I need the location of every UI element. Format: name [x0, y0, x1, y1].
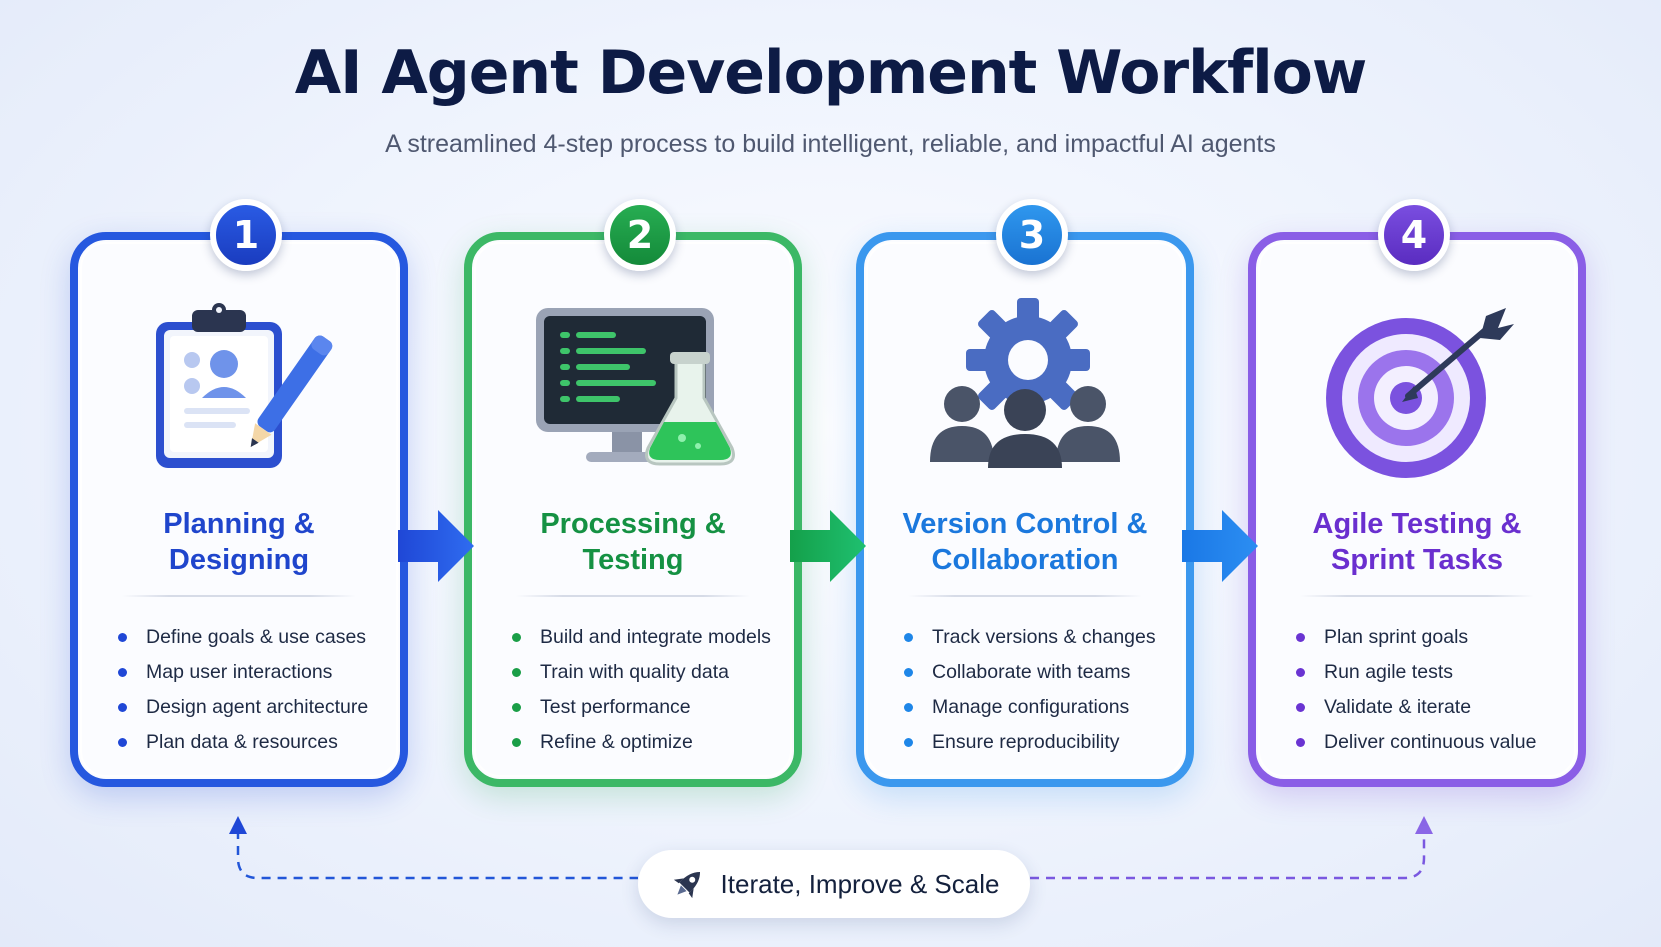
bullet-item: Validate & iterate: [1296, 690, 1536, 725]
step-card-version-control: Version Control & Collaboration Track ve…: [856, 232, 1194, 787]
step-number-badge: 4: [1378, 199, 1450, 271]
step-card-processing: Processing & Testing Build and integrate…: [464, 232, 802, 787]
bullet-item: Collaborate with teams: [904, 655, 1156, 690]
step-number-badge: 2: [604, 199, 676, 271]
target-arrow-icon: [1310, 298, 1524, 478]
divider: [516, 595, 750, 597]
bullet-item: Test performance: [512, 690, 771, 725]
step-title: Agile Testing & Sprint Tasks: [1312, 508, 1522, 576]
iterate-badge: Iterate, Improve & Scale: [638, 850, 1030, 918]
page-title: AI Agent Development Workflow: [294, 38, 1368, 108]
bullet-item: Deliver continuous value: [1296, 725, 1536, 760]
step-title: Planning & Designing: [163, 508, 315, 576]
bullet-item: Define goals & use cases: [118, 620, 368, 655]
step-card-agile-testing: Agile Testing & Sprint Tasks Plan sprint…: [1248, 232, 1586, 787]
connector-arrow-2-3: [790, 508, 868, 584]
step-bullets: Track versions & changes Collaborate wit…: [904, 620, 1156, 760]
bullet-item: Build and integrate models: [512, 620, 771, 655]
monitor-flask-icon: [526, 298, 740, 478]
step-bullets: Plan sprint goals Run agile tests Valida…: [1296, 620, 1536, 760]
step-bullets: Build and integrate models Train with qu…: [512, 620, 771, 760]
bullet-item: Ensure reproducibility: [904, 725, 1156, 760]
step-number-badge: 1: [210, 199, 282, 271]
bullet-item: Refine & optimize: [512, 725, 771, 760]
step-number-badge: 3: [996, 199, 1068, 271]
step-card-planning: Planning & Designing Define goals & use …: [70, 232, 408, 787]
rocket-icon: [673, 871, 700, 899]
bullet-item: Track versions & changes: [904, 620, 1156, 655]
bullet-item: Manage configurations: [904, 690, 1156, 725]
step-bullets: Define goals & use cases Map user intera…: [118, 620, 368, 760]
connector-arrow-3-4: [1182, 508, 1260, 584]
divider: [122, 595, 356, 597]
bullet-item: Run agile tests: [1296, 655, 1536, 690]
bullet-item: Map user interactions: [118, 655, 368, 690]
divider: [908, 595, 1142, 597]
bullet-item: Design agent architecture: [118, 690, 368, 725]
connector-arrow-1-2: [398, 508, 476, 584]
bullet-item: Plan sprint goals: [1296, 620, 1536, 655]
iterate-label: Iterate, Improve & Scale: [720, 868, 1000, 899]
gear-team-icon: [918, 298, 1132, 478]
clipboard-pencil-icon: [132, 298, 346, 478]
divider: [1300, 595, 1534, 597]
step-title: Processing & Testing: [540, 508, 726, 576]
page-subtitle: A streamlined 4-step process to build in…: [385, 130, 1276, 158]
bullet-item: Plan data & resources: [118, 725, 368, 760]
bullet-item: Train with quality data: [512, 655, 771, 690]
step-title: Version Control & Collaboration: [902, 508, 1148, 576]
